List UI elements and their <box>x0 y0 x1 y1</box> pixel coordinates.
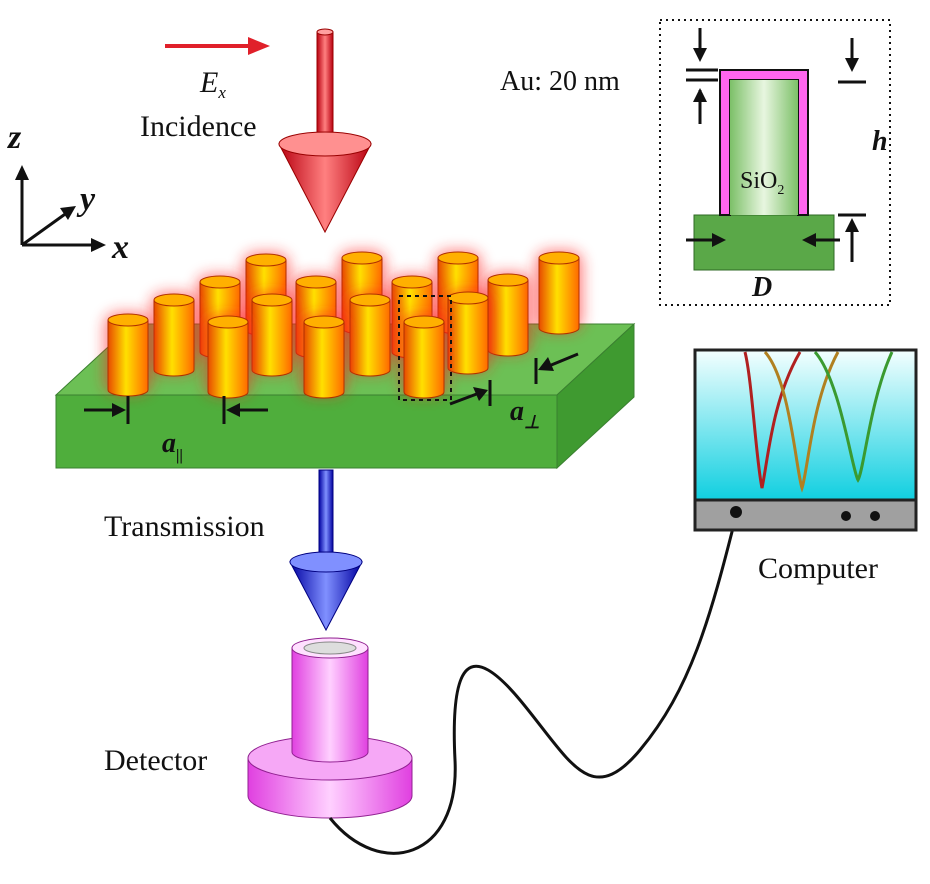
period-perpendicular-markers <box>449 352 579 406</box>
period-perpendicular-label: a⊥ <box>510 396 540 432</box>
nanopillar <box>104 312 152 397</box>
axis-z-label: z <box>7 119 22 156</box>
axis-x-label: x <box>111 229 129 266</box>
detector-label: Detector <box>104 744 207 777</box>
height-label: h <box>872 126 888 157</box>
nanopillar <box>444 290 492 375</box>
nanopillar <box>400 314 448 399</box>
oxide-label: SiO2 <box>740 168 784 198</box>
nanopillar <box>484 272 532 357</box>
gold-thickness-label: Au: 20 nm <box>500 66 620 97</box>
period-parallel-label: a|| <box>162 428 183 464</box>
diameter-markers <box>686 233 840 247</box>
nanopillar-array <box>104 250 583 399</box>
transmitted-beam-icon <box>289 469 363 632</box>
field-label: Ex <box>199 66 226 102</box>
computer-label: Computer <box>758 552 878 585</box>
period-parallel-markers <box>84 396 268 424</box>
height-markers <box>838 38 866 262</box>
nanopillar <box>300 314 348 399</box>
unit-cell-marker <box>398 295 452 401</box>
nanopillar <box>248 292 296 377</box>
cable <box>328 511 739 855</box>
field-arrow-icon <box>165 37 270 55</box>
nanopillar <box>150 292 198 377</box>
incident-beam-icon <box>278 28 372 234</box>
nanopillar <box>346 292 394 377</box>
detector-icon <box>247 637 413 819</box>
diameter-label: D <box>751 272 772 303</box>
coordinate-axes-icon <box>15 165 106 252</box>
axis-y-label: y <box>76 181 96 218</box>
nanopillar <box>204 314 252 399</box>
transmission-label: Transmission <box>104 510 265 543</box>
incidence-label: Incidence <box>140 110 257 143</box>
nanopillar <box>535 250 583 335</box>
gold-thickness-markers <box>686 28 718 124</box>
inset-frame <box>659 19 891 306</box>
computer-icon <box>693 348 918 532</box>
